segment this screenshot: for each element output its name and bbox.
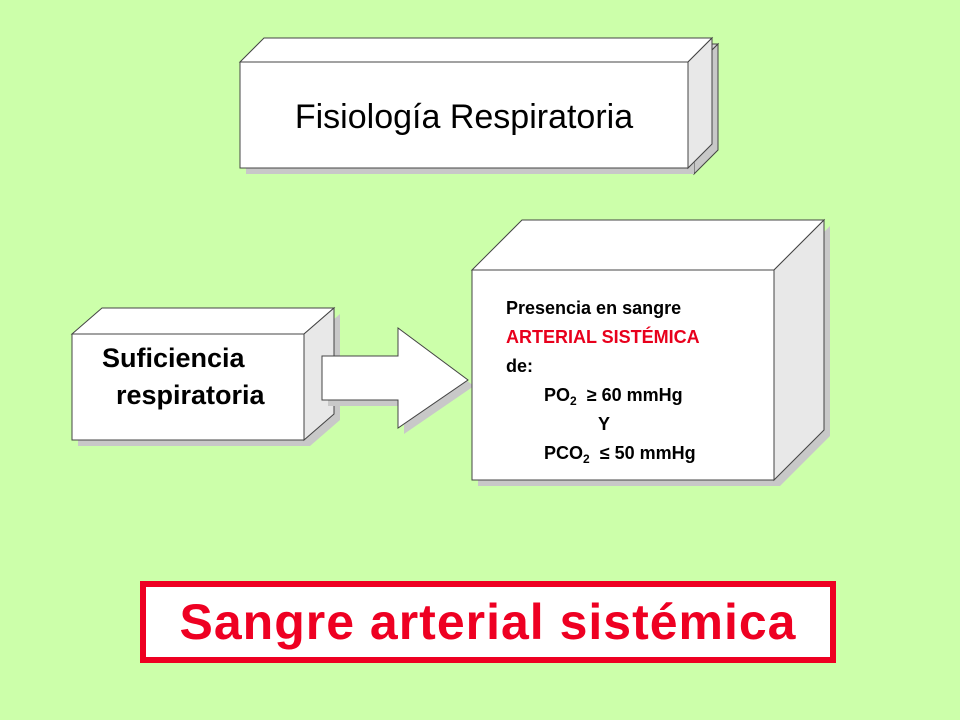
- arrow: [321, 327, 474, 434]
- presencia-line2: ARTERIAL SISTÉMICA: [506, 327, 700, 347]
- title-label: Fisiología Respiratoria: [294, 97, 634, 136]
- po2-relation: ≥ 60 mmHg: [586, 385, 683, 405]
- pco2-relation: ≤ 50 mmHg: [599, 443, 696, 463]
- bottom-banner: Sangre arterial sistémica: [140, 581, 836, 663]
- presencia-text: Presencia en sangre ARTERIAL SISTÉMICA d…: [506, 294, 776, 468]
- presencia-line1: Presencia en sangre: [506, 298, 682, 318]
- po2-line: PO2 ≥ 60 mmHg: [506, 381, 776, 410]
- and-label: Y: [598, 414, 611, 434]
- title-box: [238, 36, 720, 176]
- pco2-line: PCO2 ≤ 50 mmHg: [506, 439, 776, 468]
- presencia-box: [470, 218, 830, 486]
- suficiencia-label: Suficiencia respiratoria: [88, 340, 328, 414]
- pco2-subscript: 2: [583, 452, 590, 466]
- suficiencia-box: [70, 306, 340, 446]
- bottom-label: Sangre arterial sistémica: [179, 594, 797, 650]
- suficiencia-line2: respiratoria: [116, 380, 265, 410]
- presencia-line3: de:: [506, 356, 533, 376]
- suficiencia-line1: Suficiencia: [102, 343, 245, 373]
- po2-subscript: 2: [570, 394, 577, 408]
- pco2-label: PCO: [544, 443, 584, 463]
- po2-label: PO: [544, 385, 571, 405]
